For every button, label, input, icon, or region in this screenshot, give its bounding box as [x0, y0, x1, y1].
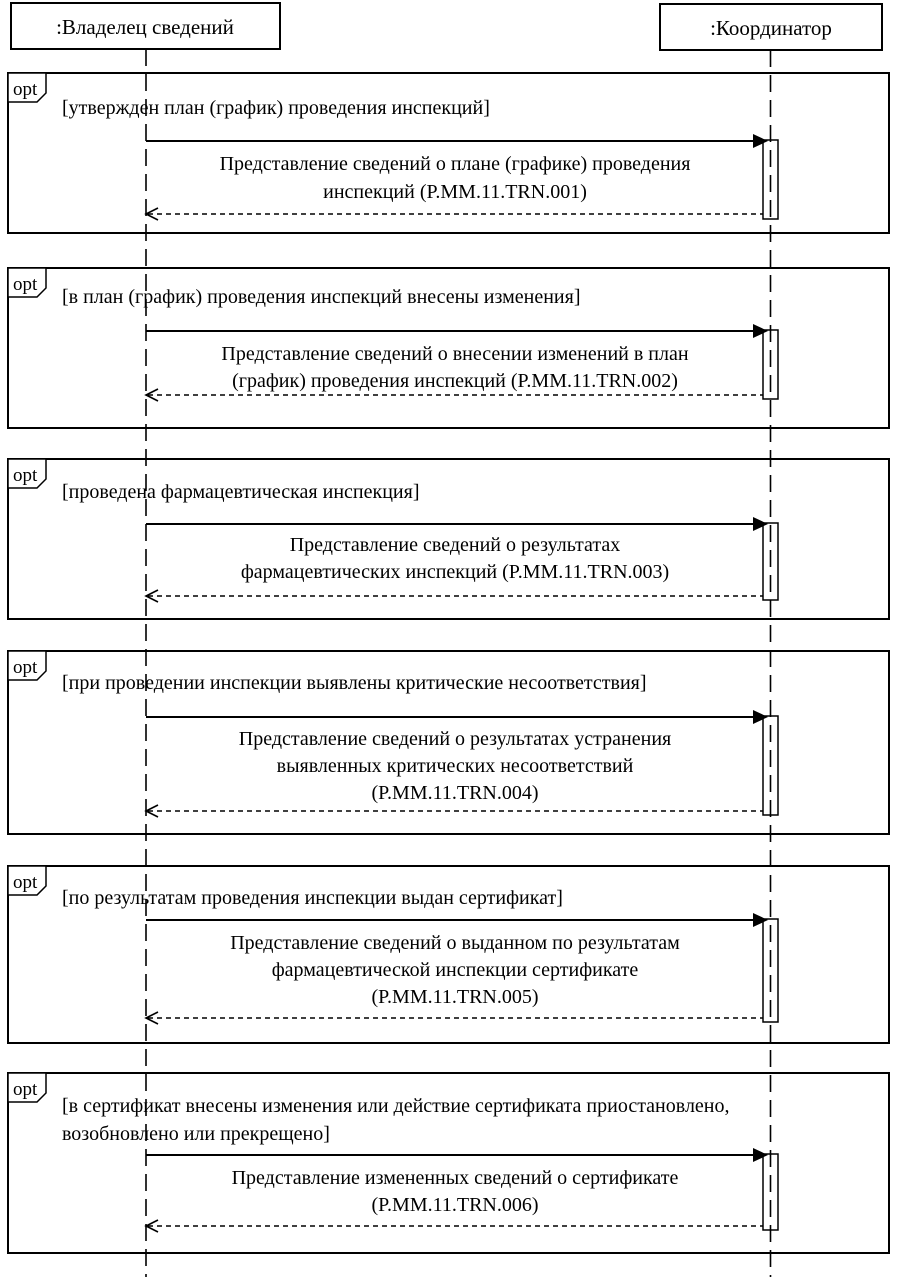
- message-label-3-line-2: фармацевтических инспекций (P.MM.11.TRN.…: [241, 561, 669, 583]
- message-label-2-line-2: (график) проведения инспекций (P.MM.11.T…: [232, 370, 678, 392]
- message-label-3-line-1: Представление сведений о результатах: [290, 534, 621, 556]
- message-label-1-line-1: Представление сведений о плане (графике)…: [220, 153, 691, 175]
- opt-fragment-1: [7, 72, 890, 234]
- message-label-5-line-1: Представление сведений о выданном по рез…: [230, 932, 680, 954]
- return-arrowhead-3: [144, 589, 159, 603]
- opt-fragment-5: [7, 865, 890, 1044]
- return-arrowhead-1: [144, 207, 159, 221]
- message-arrowhead-5: [753, 913, 768, 927]
- actor-box-owner: [10, 2, 281, 50]
- operator-pentagon: [7, 458, 47, 489]
- return-arrowhead-4: [144, 804, 159, 818]
- operator-label-2: opt: [13, 274, 38, 295]
- message-arrowhead-4: [753, 710, 768, 724]
- guard-condition-6-line-1: [в сертификат внесены изменения или дейс…: [62, 1095, 730, 1117]
- message-label-6-line-2: (P.MM.11.TRN.006): [371, 1194, 538, 1216]
- message-label-1-line-2: инспекций (P.MM.11.TRN.001): [323, 181, 587, 203]
- return-arrowhead-5: [144, 1011, 159, 1025]
- guard-condition-5: [по результатам проведения инспекции выд…: [62, 887, 563, 909]
- opt-fragment-3: [7, 458, 890, 620]
- activation-bar-5: [762, 918, 779, 1023]
- operator-pentagon: [7, 1072, 47, 1103]
- return-arrowhead-2: [144, 388, 159, 402]
- message-label-4-line-2: выявленных критических несоответствий: [277, 755, 634, 777]
- fragment-frame: [7, 267, 890, 429]
- fragment-frame: [7, 458, 890, 620]
- guard-condition-4: [при проведении инспекции выявлены крити…: [62, 672, 647, 694]
- message-label-2-line-1: Представление сведений о внесении измене…: [221, 343, 688, 365]
- message-label-5-line-3: (P.MM.11.TRN.005): [371, 986, 538, 1008]
- message-arrowhead-1: [753, 134, 768, 148]
- message-label-5-line-2: фармацевтической инспекции сертификате: [272, 959, 639, 981]
- guard-condition-2: [в план (график) проведения инспекций вн…: [62, 286, 581, 308]
- message-label-4-line-3: (P.MM.11.TRN.004): [371, 782, 538, 804]
- opt-fragment-2: [7, 267, 890, 429]
- operator-label-1: opt: [13, 79, 38, 100]
- fragment-frame: [7, 1072, 890, 1254]
- fragment-frame: [7, 865, 890, 1044]
- opt-fragment-6: [7, 1072, 890, 1254]
- return-arrowhead-6: [144, 1219, 159, 1233]
- fragment-frame: [7, 650, 890, 835]
- message-arrowhead-2: [753, 324, 768, 338]
- guard-condition-6-line-2: возобновлено или прекрещено]: [62, 1123, 330, 1145]
- guard-condition-1: [утвержден план (график) проведения инсп…: [62, 97, 490, 119]
- message-label-4-line-1: Представление сведений о результатах уст…: [239, 728, 671, 750]
- operator-label-6: opt: [13, 1079, 38, 1100]
- actor-label-owner: :Владелец сведений: [56, 15, 234, 39]
- actor-label-coordinator: :Координатор: [710, 16, 832, 40]
- operator-pentagon: [7, 267, 47, 298]
- message-arrowhead-3: [753, 517, 768, 531]
- operator-label-5: opt: [13, 872, 38, 893]
- actor-box-coordinator: [659, 3, 883, 51]
- operator-pentagon: [7, 865, 47, 896]
- operator-pentagon: [7, 72, 47, 103]
- message-arrowhead-6: [753, 1148, 768, 1162]
- message-label-6-line-1: Представление измененных сведений о серт…: [232, 1167, 679, 1189]
- fragment-frame: [7, 72, 890, 234]
- operator-pentagon: [7, 650, 47, 681]
- opt-fragment-4: [7, 650, 890, 835]
- operator-label-4: opt: [13, 657, 38, 678]
- guard-condition-3: [проведена фармацевтическая инспекция]: [62, 481, 419, 503]
- operator-label-3: opt: [13, 465, 38, 486]
